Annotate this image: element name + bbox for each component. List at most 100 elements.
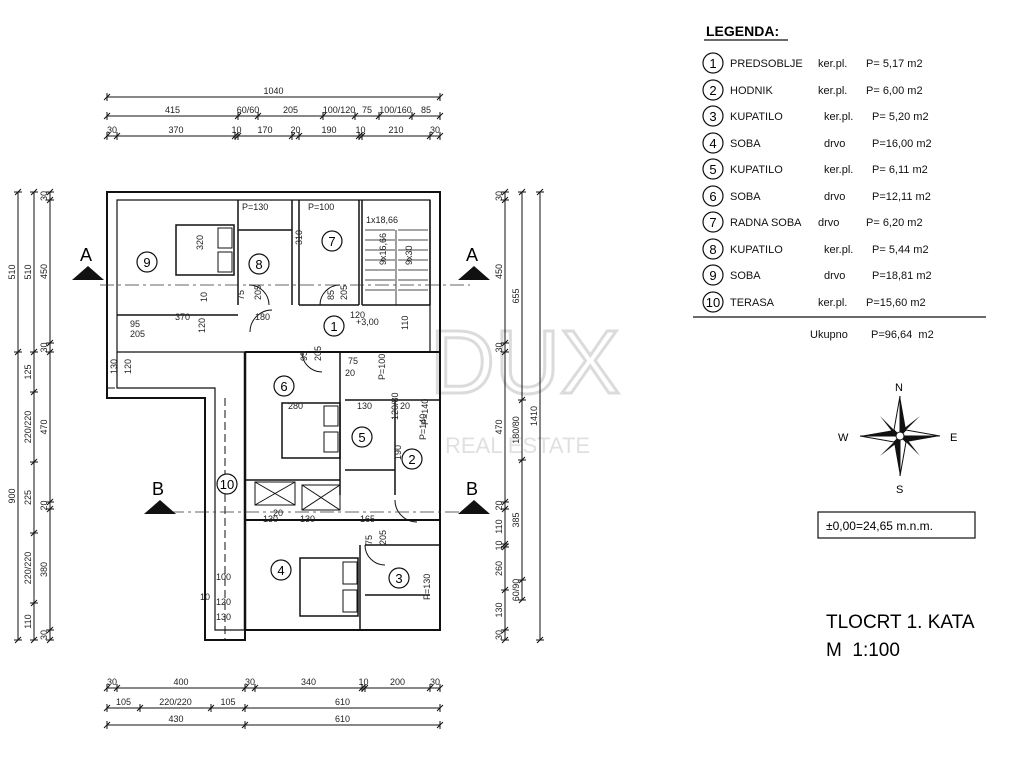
plan-annotation: 20 bbox=[273, 508, 283, 518]
legend-room-name: RADNA SOBA bbox=[730, 217, 802, 229]
legend-row: 7 RADNA SOBA drvo P= 6,20 m2 bbox=[702, 211, 923, 233]
dimension-label: 110 bbox=[494, 519, 504, 533]
section-lines bbox=[100, 284, 470, 513]
drawing-scale: M 1:100 bbox=[826, 640, 900, 661]
plan-annotation: 310 bbox=[294, 230, 304, 245]
drawing-title: TLOCRT 1. KATA bbox=[826, 612, 975, 633]
watermark-sub: REAL ESTATE bbox=[445, 433, 590, 458]
dimension-label: 30 bbox=[494, 342, 504, 352]
legend-room-material: ker.pl. bbox=[818, 297, 847, 309]
dimension-label: 30 bbox=[107, 125, 117, 135]
plan-annotation: P=140 bbox=[418, 414, 428, 440]
dimension-label: 510 bbox=[7, 264, 17, 279]
legend-room-number: 9 bbox=[709, 268, 716, 283]
plan-annotation: P=140 bbox=[420, 399, 430, 425]
plan-annotation: 205 bbox=[313, 346, 323, 361]
plan-annotation: 120 bbox=[197, 318, 207, 333]
dimension-label: 260 bbox=[494, 561, 504, 576]
plan-annotation: 10 bbox=[199, 292, 209, 302]
plan-annotation: 370 bbox=[175, 312, 190, 322]
room-number-circle bbox=[702, 264, 724, 286]
dimension-label: 610 bbox=[335, 714, 350, 724]
legend-room-material: ker.pl. bbox=[818, 85, 847, 97]
room-number-circle bbox=[702, 158, 724, 180]
dimension-label: 430 bbox=[168, 714, 183, 724]
room-number-circle bbox=[702, 211, 724, 233]
dimension-label: 30 bbox=[430, 677, 440, 687]
room-marker-6 bbox=[273, 375, 295, 397]
room-marker-3 bbox=[388, 567, 410, 589]
dimension-label: 30 bbox=[39, 342, 49, 352]
legend-room-area: P=15,60 m2 bbox=[866, 297, 926, 309]
room-number-circle bbox=[702, 132, 724, 154]
plan-annotation: 120 bbox=[123, 359, 133, 374]
room-number-circle bbox=[702, 52, 724, 74]
dimension-label: 105 bbox=[116, 697, 131, 707]
plan-annotation: 165 bbox=[360, 514, 375, 524]
dimension-label: 75 bbox=[362, 105, 372, 115]
legend-room-area: P= 6,20 m2 bbox=[866, 217, 923, 229]
legend-room-name: KUPATILO bbox=[730, 164, 783, 176]
dimension-label: 385 bbox=[511, 512, 521, 527]
plan-annotation: 9x30 bbox=[404, 245, 414, 265]
dimension-label: 225 bbox=[23, 490, 33, 505]
legend-room-name: SOBA bbox=[730, 270, 761, 282]
legend-room-number: 4 bbox=[709, 136, 716, 151]
dimension-label: 30 bbox=[430, 125, 440, 135]
dimension-row: 430 610 bbox=[103, 714, 444, 729]
legend-room-number: 8 bbox=[709, 242, 716, 257]
plan-annotation: 95 bbox=[299, 351, 309, 361]
dimension-label: 125 bbox=[23, 364, 33, 379]
plan-annotation: 205 bbox=[339, 285, 349, 300]
legend-room-name: PREDSOBLJE bbox=[730, 58, 803, 70]
dimension-label: 170 bbox=[257, 125, 272, 135]
compass-w: W bbox=[838, 432, 849, 444]
room-marker-number: 3 bbox=[395, 571, 402, 586]
dimension-label: 30 bbox=[39, 630, 49, 640]
room-marker-number: 9 bbox=[143, 255, 150, 270]
dimension-column: 1410 bbox=[529, 188, 544, 644]
legend-room-number: 7 bbox=[709, 215, 716, 230]
dimension-label: 100/120 bbox=[323, 105, 356, 115]
dimension-label: 220/220 bbox=[23, 411, 33, 444]
legend-room-area: P= 5,44 m2 bbox=[872, 244, 929, 256]
dimension-label: 220/220 bbox=[159, 697, 192, 707]
elevation-label: ±0,00=24,65 m.n.m. bbox=[826, 519, 933, 533]
plan-annotation: 280 bbox=[288, 401, 303, 411]
dimension-label: 10 bbox=[358, 677, 368, 687]
legend-room-area: P=12,11 m2 bbox=[872, 191, 931, 203]
plan-annotation: 75 bbox=[236, 290, 246, 300]
plan-annotation: 100 bbox=[216, 572, 231, 582]
dimension-label: 30 bbox=[245, 677, 255, 687]
plan-annotation: 110 bbox=[400, 316, 410, 330]
legend-room-material: drvo bbox=[824, 191, 845, 203]
plan-annotation: 1x18,66 bbox=[366, 215, 398, 225]
plan-annotation: 85 bbox=[326, 290, 336, 300]
legend-room-material: ker.pl. bbox=[824, 244, 853, 256]
legend-room-number: 5 bbox=[709, 162, 716, 177]
room-marker-9 bbox=[136, 251, 158, 273]
room-marker-10 bbox=[216, 473, 238, 495]
dimension-label: 60/90 bbox=[511, 579, 521, 602]
plan-annotation: 20 bbox=[400, 401, 410, 411]
room-marker-number: 5 bbox=[358, 430, 365, 445]
section-b-right-label: B bbox=[466, 479, 478, 499]
plan-annotation: 205 bbox=[130, 329, 145, 339]
legend-room-number: 10 bbox=[706, 295, 720, 310]
legend-room-material: drvo bbox=[818, 217, 839, 229]
plan-annotation: +3,00 bbox=[356, 317, 379, 327]
section-b-left-marker bbox=[144, 500, 176, 514]
room-number-circle bbox=[702, 105, 724, 127]
